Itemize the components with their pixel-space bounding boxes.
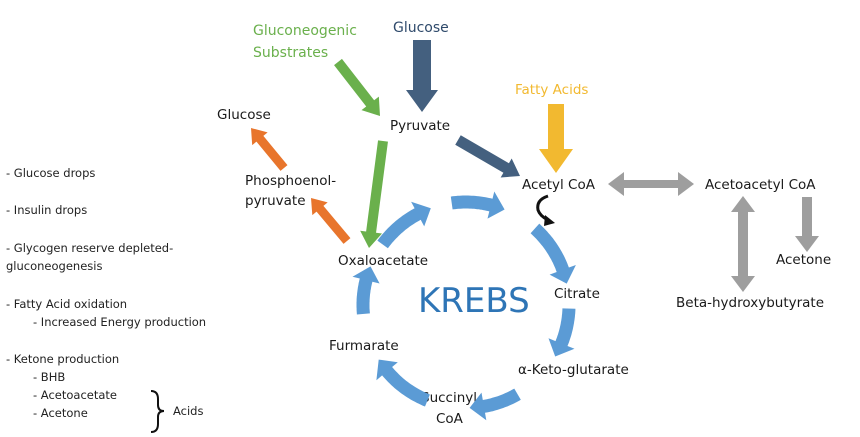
node-acetoacetyl-coa: Acetoacetyl CoA [705,177,816,193]
note-acetone: - Acetone [33,406,88,420]
gluconeogenic-label-line1: Gluconeogenic [253,23,357,39]
note-bhb: - BHB [33,370,65,384]
glucose-input-arrow [406,40,438,112]
krebs-arrow-akg-to-succinyl [469,388,521,421]
krebs-arrow-top-to-acetyl [450,191,505,219]
fatty-acids-arrow [539,104,573,173]
note-insulin-drops: - Insulin drops [6,203,87,217]
arrows-layer [251,40,819,421]
node-pep-line1: Phosphoenol- [245,173,336,189]
note-ketone-production: - Ketone production [6,352,119,366]
acetyl-coa-entry-arrowhead [544,215,555,226]
gluconeogenic-label-line2: Substrates [253,45,328,61]
node-pep-line2: pyruvate [245,193,306,209]
acids-brace [150,390,165,433]
node-pyruvate: Pyruvate [390,118,450,134]
node-acetyl-coa: Acetyl CoA [522,177,596,193]
node-beta-hydroxybutyrate: Beta-hydroxybutyrate [676,295,824,311]
node-citrate: Citrate [554,286,600,302]
note-glycogen-depleted: - Glycogen reserve depleted- [6,241,173,255]
node-alpha-keto-glutarate: α-Keto-glutarate [518,362,629,378]
acetyl-to-acetoacetyl-arrow [608,172,694,196]
krebs-title: KREBS [418,281,530,321]
oxaloacetate-to-pep-arrow [311,198,351,244]
acids-label: Acids [173,404,203,418]
krebs-arrow-furmarate-to-oxaloacetate [352,266,380,315]
acetyl-coa-entry-arrow [536,194,549,222]
gluconeogenic-substrates-arrow [334,58,380,116]
fatty-acids-label: Fatty Acids [515,82,588,98]
note-fatty-acid-oxidation: - Fatty Acid oxidation [6,297,127,311]
node-succinyl-coa-line2: CoA [436,411,464,427]
note-increased-energy: - Increased Energy production [33,315,206,329]
note-acetoacetate: - Acetoacetate [33,388,117,402]
krebs-arrow-succinyl-to-furmarate [376,359,430,407]
pyruvate-to-acetyl-coa-arrow [455,135,520,178]
node-oxaloacetate: Oxaloacetate [338,253,428,269]
krebs-arrow-to-citrate [530,223,576,284]
acetoacetyl-to-acetone-arrow [795,197,819,252]
glucose-input-label: Glucose [393,20,449,36]
krebs-arrow-citrate-to-akg [548,308,576,357]
krebs-arrow-oxaloacetate-to-top [377,201,431,249]
note-gluconeogenesis: gluconeogenesis [6,259,102,273]
pep-to-glucose-arrow [251,128,288,171]
note-glucose-drops: - Glucose drops [6,166,95,180]
node-succinyl-coa-line1: Succinyl [421,390,477,406]
node-furmarate: Furmarate [329,338,399,354]
node-glucose-out: Glucose [217,107,271,123]
notes-list: - Glucose drops - Insulin drops - Glycog… [6,166,206,433]
node-acetone: Acetone [776,252,831,268]
acetoacetyl-to-bhb-arrow [731,196,755,292]
pyruvate-to-oxaloacetate-arrow [360,140,388,248]
